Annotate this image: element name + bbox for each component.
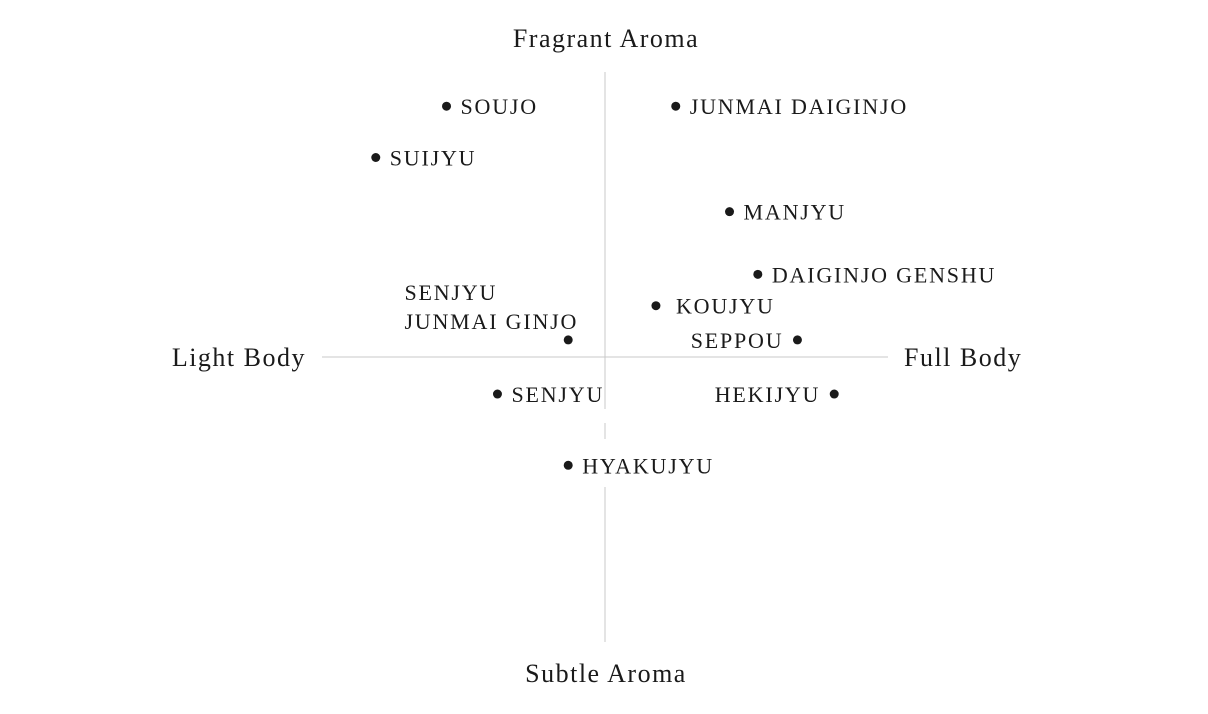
point-soujo: SOUJO (442, 94, 538, 119)
point-daiginjo-genshu: DAIGINJO GENSHU (753, 262, 996, 287)
point-marker (563, 335, 573, 345)
point-label: SENJYU (511, 382, 604, 407)
point-manjyu: MANJYU (725, 200, 846, 225)
point-marker (829, 389, 839, 399)
point-marker (753, 269, 763, 279)
axis-title-top: Fragrant Aroma (513, 24, 699, 53)
point-senjyu-junmai-ginjo: SENJYU JUNMAI GINJO (404, 280, 578, 345)
point-suijyu: SUIJYU (371, 146, 477, 171)
point-marker (442, 101, 452, 111)
point-label-line: JUNMAI GINJO (404, 309, 578, 334)
point-junmai-daiginjo: JUNMAI DAIGINJO (671, 94, 908, 119)
point-label: SUIJYU (390, 146, 477, 171)
axis-title-bottom: Subtle Aroma (525, 659, 687, 688)
point-label: HYAKUJYU (582, 453, 714, 478)
point-label: SOUJO (461, 94, 538, 119)
point-seppou: SEPPOU (691, 328, 802, 353)
point-label: DAIGINJO GENSHU (772, 262, 996, 287)
point-label: KOUJYU (676, 294, 775, 319)
point-label: JUNMAI DAIGINJO (690, 94, 908, 119)
point-label: MANJYU (744, 200, 846, 225)
point-marker (792, 335, 802, 345)
point-hyakujyu: HYAKUJYU (563, 453, 714, 478)
point-koujyu: KOUJYU (651, 294, 775, 319)
point-label: SEPPOU (691, 328, 784, 353)
point-marker (725, 207, 735, 217)
point-senjyu: SENJYU (492, 382, 604, 407)
axis-title-left: Light Body (172, 343, 306, 372)
point-marker (371, 153, 381, 162)
axis-title-right: Full Body (904, 343, 1022, 372)
point-marker (651, 301, 661, 311)
points-layer: SOUJO SUIJYU JUNMAI DAIGINJO MANJYU DAIGINJO… (371, 94, 996, 478)
point-hekijyu: HEKIJYU (715, 382, 839, 407)
point-marker (563, 460, 573, 470)
point-marker (671, 101, 681, 111)
point-label: HEKIJYU (715, 382, 820, 407)
point-marker (492, 389, 502, 399)
point-label-line: SENJYU (404, 280, 497, 305)
